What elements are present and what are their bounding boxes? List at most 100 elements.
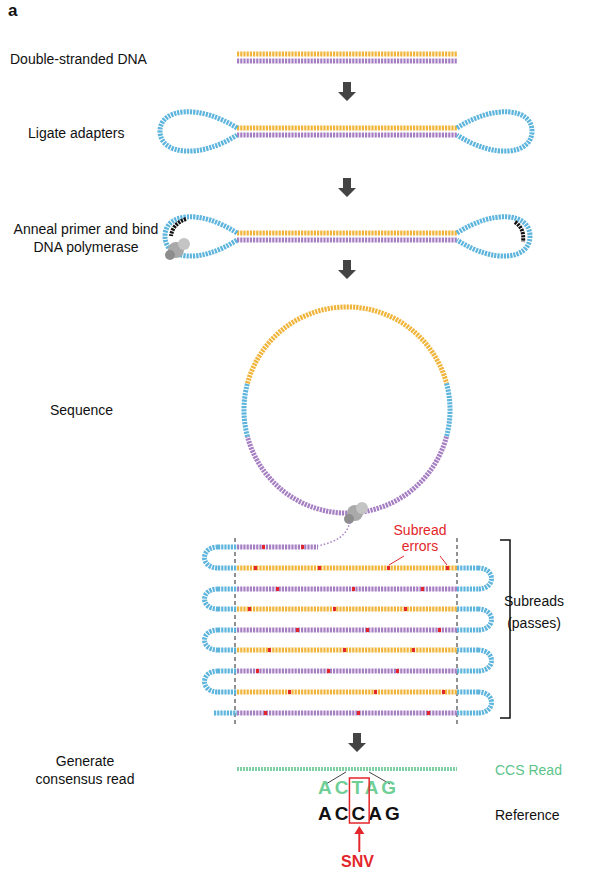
step-arrow: [338, 82, 356, 101]
error-mark: [318, 566, 321, 570]
error-mark: [327, 669, 330, 673]
error-mark: [396, 669, 399, 673]
subread: [237, 545, 318, 550]
subread-errors: [248, 545, 449, 715]
variant-label: SNV: [341, 853, 374, 871]
hairpin-adapter: [160, 112, 237, 151]
error-mark: [357, 711, 360, 715]
adapter-turn: [478, 692, 492, 713]
variant-box: [349, 778, 369, 823]
polymerase-blob: [344, 514, 354, 524]
bottom-strand: [237, 133, 457, 138]
polymerase-blob: [178, 238, 190, 250]
circular-template: [244, 307, 450, 546]
ccs-read: [237, 767, 457, 771]
error-mark: [268, 648, 271, 652]
adapter-segment: [218, 628, 237, 633]
step-arrow: [338, 178, 356, 197]
top-strand: [248, 307, 447, 383]
subread: [237, 711, 457, 716]
step-arrow: [338, 260, 356, 279]
adapter-turn: [205, 630, 219, 650]
consensus-sequence: ACTAG: [318, 777, 399, 799]
primer: [515, 222, 523, 242]
adapter-segment: [218, 669, 237, 674]
leader-line: [440, 556, 447, 565]
error-mark: [387, 566, 390, 570]
error-mark: [333, 607, 336, 611]
hairpin-adapter: [457, 217, 530, 256]
adapter-segment: [218, 607, 237, 612]
read-label: Reference: [495, 806, 560, 824]
adapter-segment: [218, 648, 237, 653]
double-stranded-dna: [237, 54, 457, 61]
subread: [237, 607, 457, 612]
subreads: [205, 538, 492, 724]
adapter-segment: [218, 545, 237, 550]
error-mark: [366, 628, 369, 632]
adapter-turn: [205, 671, 219, 692]
adapter-segment: [457, 628, 478, 633]
step-arrow: [348, 733, 366, 752]
hairpin-adapter: [447, 383, 451, 436]
bottom-strand: [248, 437, 447, 513]
nascent-read: [318, 522, 350, 546]
bottom-strand: [237, 59, 457, 64]
leader-line: [389, 556, 404, 565]
adapter-segment: [218, 587, 237, 592]
top-strand: [237, 126, 457, 131]
bottom-strand: [237, 238, 457, 243]
step-label: Anneal primer and bind DNA polymerase: [6, 220, 166, 256]
step-label: Ligate adapters: [28, 124, 125, 142]
error-mark: [288, 690, 291, 694]
error-mark: [301, 545, 304, 549]
error-mark: [256, 669, 259, 673]
subread: [237, 690, 457, 695]
step-label: Double-stranded DNA: [10, 50, 147, 68]
subread: [237, 669, 457, 674]
adapter-turn: [205, 589, 219, 609]
subread: [237, 587, 457, 592]
read-label: CCS Read: [495, 761, 562, 779]
adapter-segment: [457, 669, 478, 674]
adapter-segment: [457, 711, 478, 716]
polymerase-blob: [356, 502, 368, 514]
error-mark: [343, 648, 346, 652]
hairpin-adapter: [244, 383, 248, 436]
error-mark: [262, 545, 265, 549]
adapter-segment: [457, 690, 478, 695]
subread: [237, 566, 457, 571]
error-mark: [442, 690, 445, 694]
adapter-segment: [457, 566, 478, 571]
adapter-turn: [478, 650, 492, 671]
adapter-segment: [457, 607, 478, 612]
hairpin-adapter: [457, 112, 532, 151]
error-mark: [438, 628, 441, 632]
step-label: Sequence: [50, 401, 113, 419]
error-mark: [254, 566, 257, 570]
error-mark: [374, 690, 377, 694]
adapter-turn: [478, 568, 492, 589]
error-callout: Subread errors: [388, 522, 452, 554]
error-mark: [276, 587, 279, 591]
bracket-label: Subreads (passes): [494, 590, 574, 634]
adapter-segment: [218, 566, 237, 571]
error-mark: [352, 587, 355, 591]
variant-arrow: [358, 832, 360, 852]
reference-sequence: ACCAG: [318, 803, 403, 825]
primed-template: [165, 217, 530, 260]
error-mark: [264, 711, 267, 715]
panel-label: a: [8, 2, 17, 20]
error-mark: [446, 566, 449, 570]
step-label: Generate consensus read: [30, 752, 140, 788]
subread: [237, 648, 457, 653]
adapter-segment: [457, 587, 478, 592]
polymerase: [165, 238, 190, 260]
subread: [237, 628, 457, 633]
polymerase-blob: [165, 250, 175, 260]
adapter-segment: [457, 648, 478, 653]
error-mark: [412, 648, 415, 652]
top-strand: [237, 52, 457, 57]
adapter-turn: [205, 547, 219, 568]
